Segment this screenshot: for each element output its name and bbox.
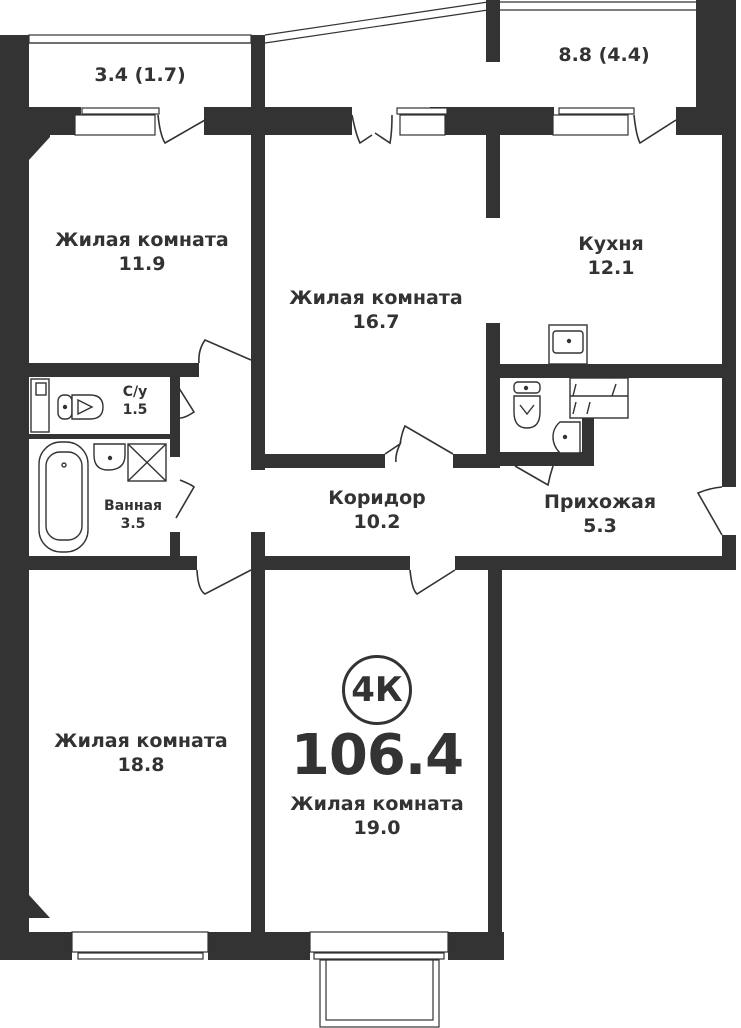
balcony-left-area: 3.4 (1.7) (94, 64, 186, 86)
room-name: Жилая комната (55, 229, 229, 251)
room-name: Кухня (578, 233, 644, 255)
room-name: Жилая комната (54, 730, 228, 752)
room-name: Жилая комната (289, 287, 463, 309)
room-label-corridor: Коридор 10.2 (328, 487, 426, 535)
room-name: С/у (122, 384, 148, 400)
room-area: 16.7 (352, 310, 400, 333)
room-label-living-room-1: Жилая комната 11.9 (55, 229, 228, 277)
balcony-outlines (28, 1, 696, 44)
room-label-bathroom: Ванная 3.5 (104, 498, 162, 533)
room-name: Коридор (328, 487, 426, 509)
room-name: Ванная (104, 498, 162, 514)
doors (157, 114, 723, 595)
apartment-type-badge: 4К (342, 655, 412, 725)
room-label-living-room-2: Жилая комната 16.7 (289, 287, 462, 335)
room-label-living-room-4: Жилая комната 19.0 (290, 793, 463, 841)
balcony-right-area: 8.8 (4.4) (558, 44, 650, 66)
walls (0, 0, 736, 960)
room-area: 11.9 (118, 252, 166, 275)
room-area: 5.3 (583, 514, 617, 537)
room-area: 19.0 (353, 816, 401, 839)
room-area: 3.5 (120, 515, 146, 532)
room-name: Жилая комната (290, 793, 464, 815)
room-label-kitchen: Кухня 12.1 (578, 233, 644, 281)
windows (71, 107, 635, 1028)
room-area: 1.5 (122, 401, 148, 418)
room-name: Прихожая (543, 491, 657, 513)
room-label-living-room-3: Жилая комната 18.8 (54, 730, 227, 778)
fixtures (30, 324, 629, 553)
room-label-toilet: С/у 1.5 (123, 384, 148, 419)
room-label-hallway: Прихожая 5.3 (544, 491, 656, 539)
room-area: 18.8 (117, 753, 165, 776)
total-area: 106.4 (290, 723, 464, 788)
room-area: 10.2 (353, 510, 401, 533)
room-area: 12.1 (587, 256, 635, 279)
